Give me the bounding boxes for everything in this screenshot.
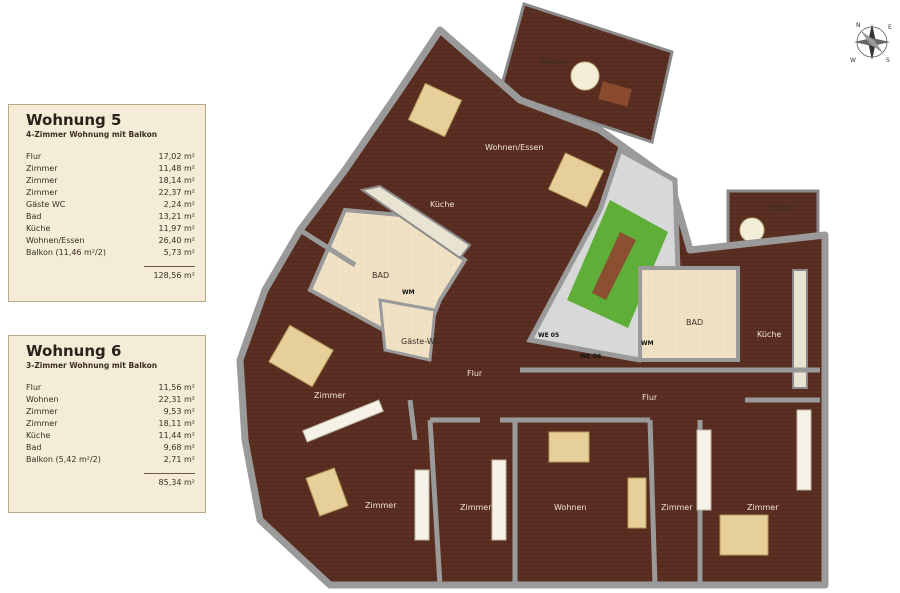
room-name: Balkon (11,46 m²/2)	[26, 248, 106, 257]
room-area: 17,02 m²	[158, 152, 195, 161]
room-area: 18,11 m²	[158, 419, 195, 428]
room-area: 9,53 m²	[163, 407, 195, 416]
room-row: Gäste WC 2,24 m²	[26, 199, 195, 211]
label-we05: WE 05	[538, 332, 559, 339]
apartment-subtitle: 4-Zimmer Wohnung mit Balkon	[26, 130, 158, 139]
room-area: 2,71 m²	[163, 455, 195, 464]
room-area: 9,68 m²	[163, 443, 195, 452]
label-balkon-6: Balkon	[770, 203, 797, 212]
room-list: Flur 11,56 m² Wohnen 22,31 m² Zimmer 9,53 m…	[26, 382, 195, 466]
room-area: 11,97 m²	[158, 224, 195, 233]
room-area: 26,40 m²	[158, 236, 195, 245]
room-name: Wohnen	[26, 395, 59, 404]
total-area: 128,56 m²	[144, 266, 195, 280]
room-row: Zimmer 22,37 m²	[26, 187, 195, 199]
label-bad-5: BAD	[372, 271, 389, 280]
apartment-subtitle: 3-Zimmer Wohnung mit Balkon	[26, 361, 158, 370]
label-balkon-5: Balkon	[540, 57, 567, 66]
room-name: Flur	[26, 383, 42, 392]
room-name: Küche	[26, 431, 51, 440]
building	[236, 26, 829, 589]
label-zimmer-6b: Zimmer	[747, 503, 779, 512]
compass-n: N	[856, 22, 861, 29]
label-wohnen-6: Wohnen	[554, 503, 586, 512]
room-area: 5,73 m²	[163, 248, 195, 257]
room-name: Flur	[26, 152, 42, 161]
room-row: Wohnen/Essen 26,40 m²	[26, 235, 195, 247]
label-kueche-5: Küche	[430, 200, 454, 209]
apartment-card-6: Wohnung 6 3-Zimmer Wohnung mit Balkon Fl…	[8, 335, 206, 513]
room-row: Wohnen 22,31 m²	[26, 394, 195, 406]
label-wm-6: WM	[641, 340, 654, 347]
room-area: 22,31 m²	[158, 395, 195, 404]
room-row: Zimmer 18,14 m²	[26, 175, 195, 187]
room-row: Flur 17,02 m²	[26, 151, 195, 163]
room-row: Zimmer 9,53 m²	[26, 406, 195, 418]
room-row: Balkon (5,42 m²/2) 2,71 m²	[26, 454, 195, 466]
room-name: Zimmer	[26, 188, 58, 197]
room-name: Zimmer	[26, 164, 58, 173]
room-name: Zimmer	[26, 176, 58, 185]
apartment-title: Wohnung 6	[26, 342, 122, 360]
room-area: 13,21 m²	[158, 212, 195, 221]
label-zimmer-5c: Zimmer	[460, 503, 492, 512]
label-wm-5: WM	[402, 289, 415, 296]
label-we06: WE 06	[580, 353, 601, 360]
balcony-5	[498, 2, 674, 144]
room-area: 11,56 m²	[158, 383, 195, 392]
label-zimmer-5a: Zimmer	[314, 391, 346, 400]
room-area: 11,48 m²	[158, 164, 195, 173]
compass-icon: N S E W	[850, 22, 892, 64]
room-area: 18,14 m²	[158, 176, 195, 185]
room-row: Zimmer 18,11 m²	[26, 418, 195, 430]
label-kueche-6: Küche	[757, 330, 781, 339]
label-wohnen-essen: Wohnen/Essen	[485, 143, 544, 152]
room-name: Wohnen/Essen	[26, 236, 85, 245]
room-name: Balkon (5,42 m²/2)	[26, 455, 101, 464]
room-area: 11,44 m²	[158, 431, 195, 440]
label-flur-6: Flur	[642, 393, 658, 402]
total-area: 85,34 m²	[144, 473, 195, 487]
apartment-title: Wohnung 5	[26, 111, 122, 129]
room-area: 2,24 m²	[163, 200, 195, 209]
compass-w: W	[850, 57, 856, 64]
label-bad-6: BAD	[686, 318, 703, 327]
room-row: Flur 11,56 m²	[26, 382, 195, 394]
room-row: Bad 9,68 m²	[26, 442, 195, 454]
apartment-card-5: Wohnung 5 4-Zimmer Wohnung mit Balkon Fl…	[8, 104, 206, 302]
label-flur-5: Flur	[467, 369, 483, 378]
room-row: Küche 11,97 m²	[26, 223, 195, 235]
room-name: Bad	[26, 443, 42, 452]
room-area: 22,37 m²	[158, 188, 195, 197]
room-row: Balkon (11,46 m²/2) 5,73 m²	[26, 247, 195, 259]
room-list: Flur 17,02 m² Zimmer 11,48 m² Zimmer 18,14 …	[26, 151, 195, 259]
room-row: Zimmer 11,48 m²	[26, 163, 195, 175]
compass-s: S	[886, 57, 890, 64]
label-zimmer-6a: Zimmer	[661, 503, 693, 512]
label-gaeste-wc: Gäste-WC	[401, 337, 441, 346]
room-name: Küche	[26, 224, 51, 233]
room-name: Zimmer	[26, 407, 58, 416]
room-row: Bad 13,21 m²	[26, 211, 195, 223]
compass-e: E	[888, 24, 892, 31]
room-name: Gäste WC	[26, 200, 66, 209]
label-zimmer-5b: Zimmer	[365, 501, 397, 510]
room-name: Bad	[26, 212, 42, 221]
room-name: Zimmer	[26, 419, 58, 428]
room-row: Küche 11,44 m²	[26, 430, 195, 442]
